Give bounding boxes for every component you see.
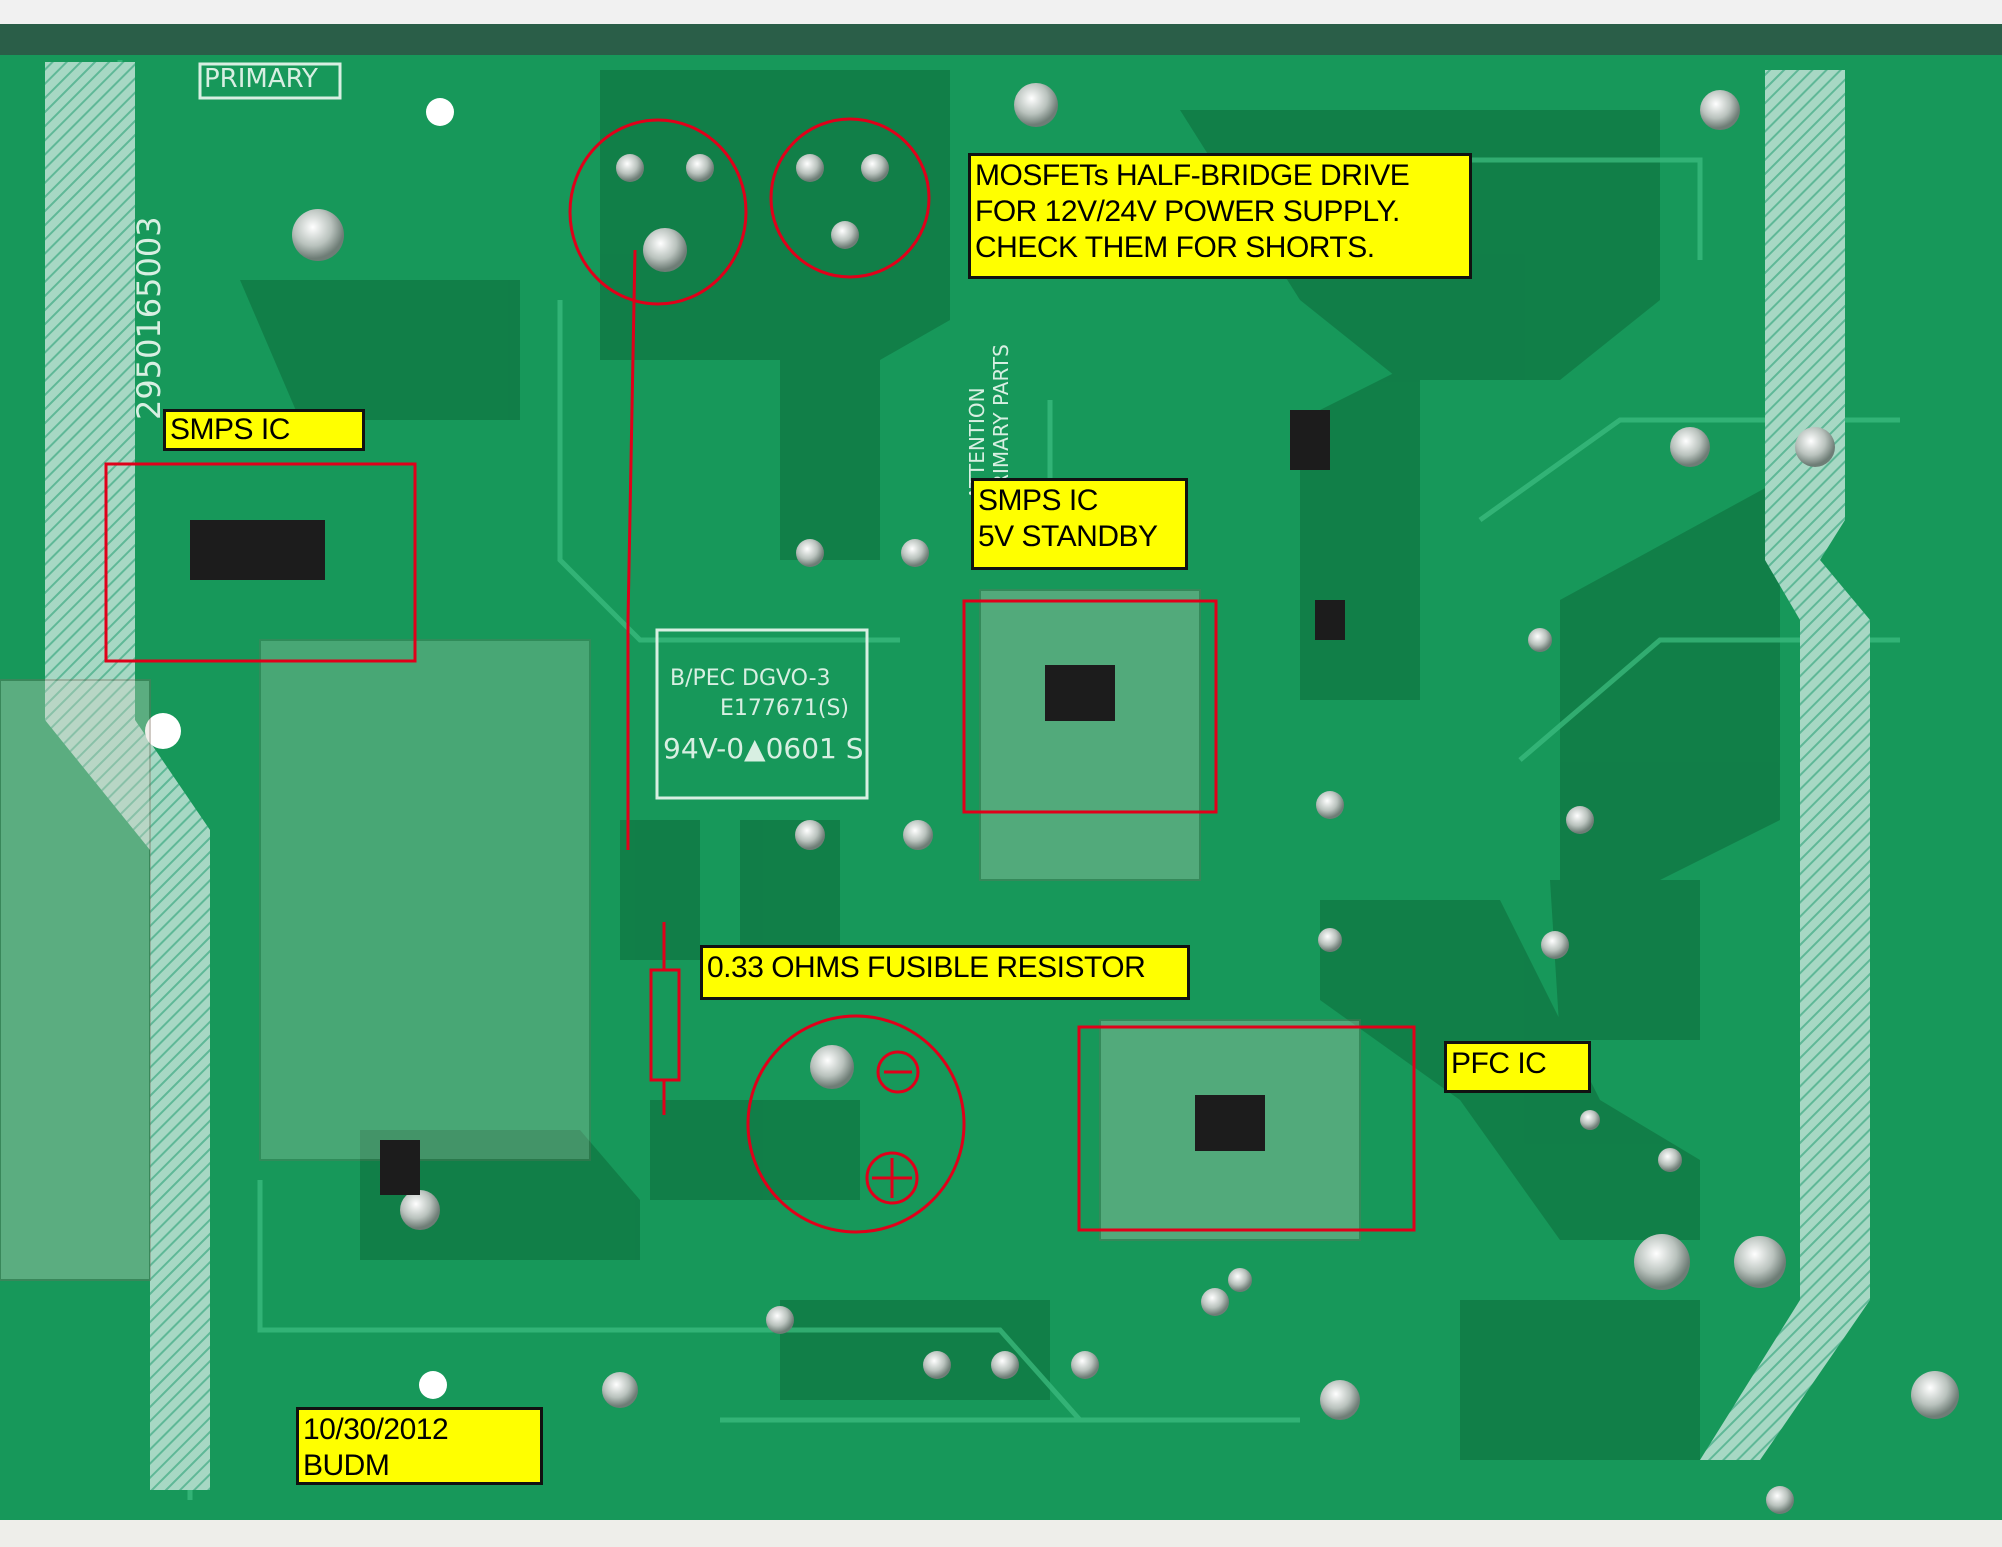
isolation-strip-right [1700, 70, 1870, 1460]
isolation-strip-left [45, 62, 210, 1490]
pfc-ic-box [1077, 1025, 1416, 1232]
plus-terminal-icon [865, 1151, 919, 1205]
trace-line [626, 249, 637, 850]
red-markup [104, 117, 1416, 1234]
silkscreen-attention: ATTENTION PRIMARY PARTS [965, 344, 1013, 500]
fusible-resistor-annotation: 0.33 OHMS FUSIBLE RESISTOR [700, 945, 1190, 1000]
smps-ic-annotation: SMPS IC [163, 409, 365, 451]
date-author-annotation: 10/30/2012 BUDM [296, 1407, 543, 1485]
silkscreen-cert-3: 94V-0▲0601 S [663, 732, 864, 765]
smps-ic-box [104, 462, 417, 663]
standby-ic-chip [1045, 665, 1115, 721]
mosfet-2-circle [769, 117, 931, 279]
mosfet-1-circle [568, 118, 748, 306]
bulk-capacitor-circle [746, 1014, 966, 1234]
silkscreen-part-number: 2950165003 [130, 216, 168, 420]
pfc-ic-annotation: PFC IC [1444, 1041, 1591, 1093]
silkscreen-cert-2: E177671(S) [720, 696, 850, 721]
silkscreen-primary: PRIMARY [204, 64, 318, 94]
minus-terminal-icon [876, 1050, 920, 1094]
silkscreen-cert-1: B/PEC DGVO-3 [670, 666, 831, 691]
smps-ic-chip [190, 520, 325, 580]
standby-ic-box [962, 599, 1218, 814]
pfc-ic-chip [1195, 1095, 1265, 1151]
mosfet-annotation: MOSFETs HALF-BRIDGE DRIVE FOR 12V/24V PO… [968, 153, 1472, 279]
standby-ic-annotation: SMPS IC 5V STANDBY [971, 478, 1188, 570]
